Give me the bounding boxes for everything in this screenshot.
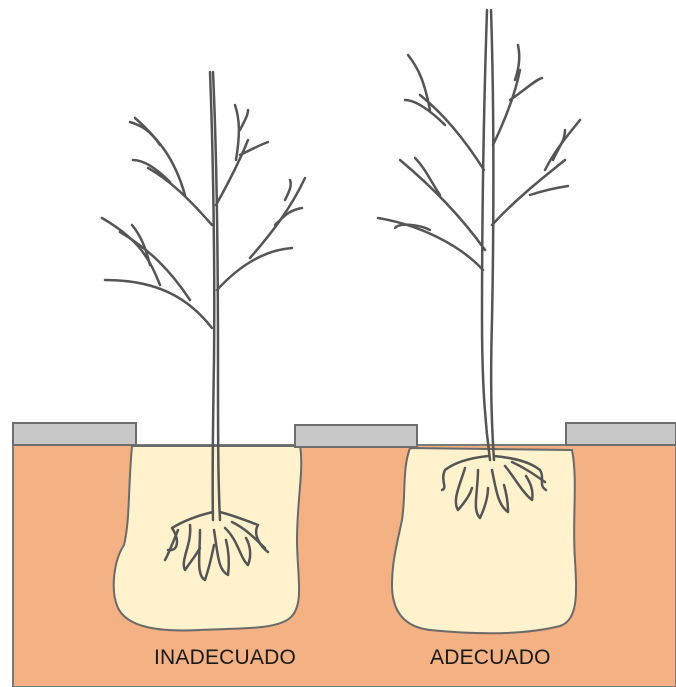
caption-inadequate: INADECUADO bbox=[154, 646, 296, 670]
caption-adequate: ADECUADO bbox=[430, 646, 551, 670]
curb-middle bbox=[295, 425, 417, 447]
planting-hole-wide bbox=[392, 448, 576, 633]
soil-layer bbox=[13, 445, 676, 687]
planting-hole-narrow bbox=[114, 446, 301, 630]
curb-right bbox=[566, 423, 676, 445]
curb-left bbox=[13, 423, 136, 445]
tree-icon-right bbox=[378, 10, 580, 460]
